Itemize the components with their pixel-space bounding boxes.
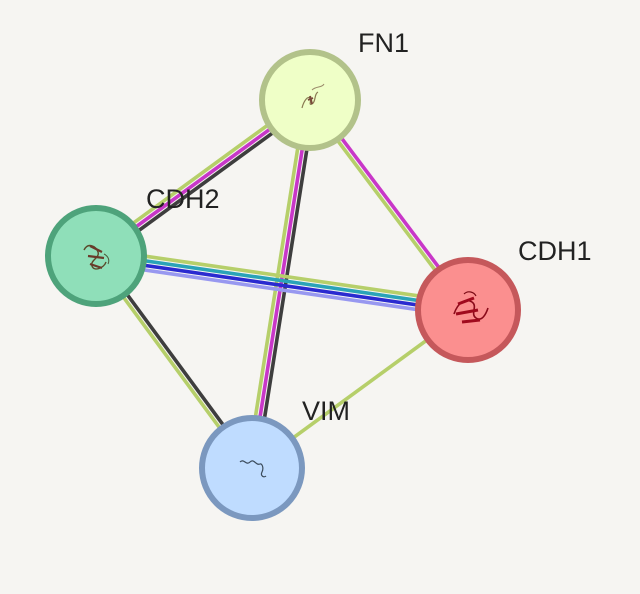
protein-structure-icon: [453, 291, 489, 324]
node-vim-label: VIM: [302, 396, 350, 426]
node-cdh1-label: CDH1: [518, 236, 592, 266]
node-fn1[interactable]: FN1: [259, 28, 409, 151]
node-vim[interactable]: VIM: [199, 396, 350, 521]
protein-structure-icon: [301, 83, 325, 109]
edge-evidence-line: [94, 261, 468, 319]
node-fn1-label: FN1: [358, 28, 409, 58]
edge-evidence-line: [96, 251, 469, 310]
protein-structure-icon: [239, 460, 267, 478]
protein-structure-icon: [83, 244, 110, 270]
edge-cdh2-cdh1[interactable]: [94, 247, 470, 319]
node-cdh1[interactable]: CDH1: [415, 236, 592, 363]
node-cdh2-label: CDH2: [146, 184, 220, 214]
node-vim-circle[interactable]: [199, 415, 305, 521]
nodes-layer: FN1 CDH2 CDH1 VIM: [45, 28, 592, 521]
edge-evidence-line: [96, 247, 470, 305]
node-cdh1-circle[interactable]: [415, 257, 521, 363]
edge-evidence-line: [95, 256, 468, 315]
node-cdh2[interactable]: CDH2: [45, 184, 220, 307]
edges-layer: [92, 94, 472, 471]
